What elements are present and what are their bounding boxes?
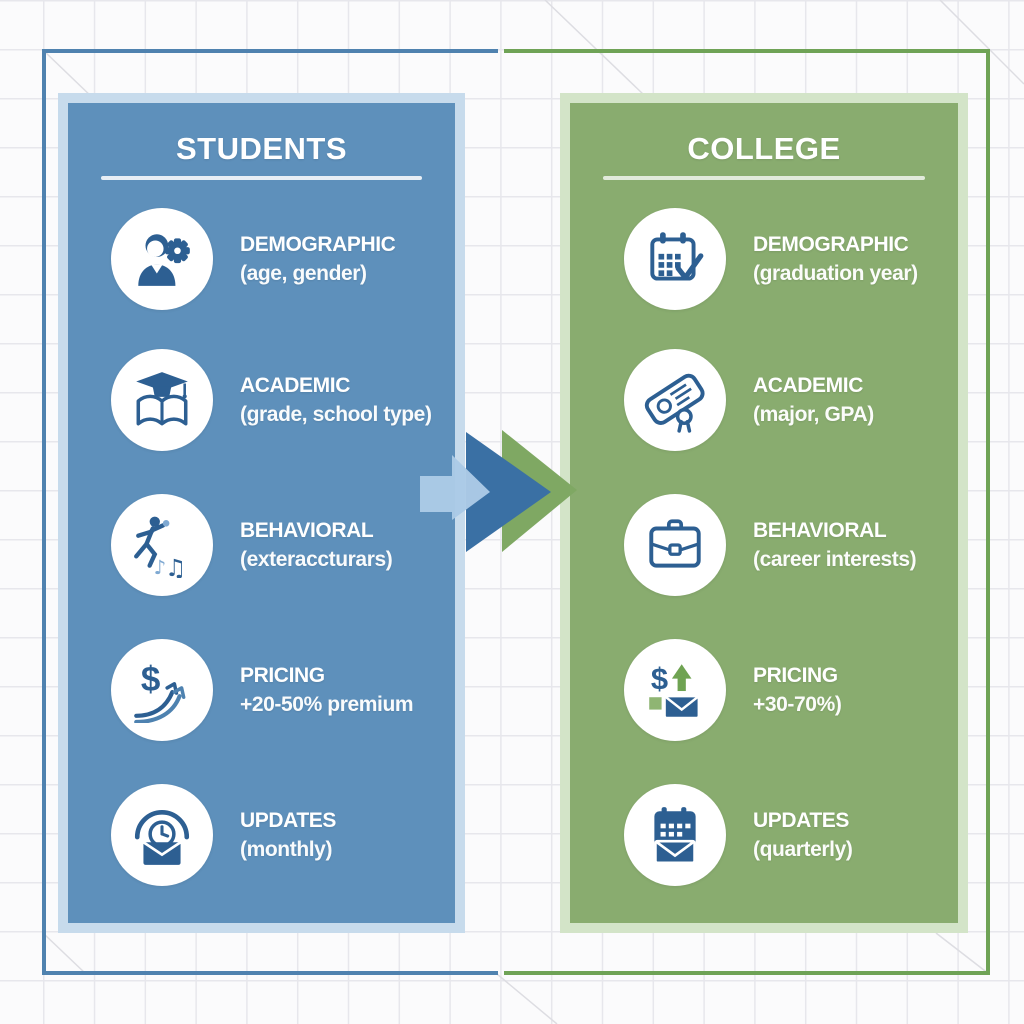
row-title: PRICING	[753, 664, 838, 687]
row-subtitle: (monthly)	[240, 838, 333, 861]
dollar-up-envelope-icon: $	[649, 661, 700, 719]
runner-music-icon: ♪ ♫	[134, 516, 186, 578]
row-title: BEHAVIORAL	[753, 519, 887, 542]
clock-envelope-icon	[134, 810, 190, 865]
list-item: DEMOGRAPHIC (age, gender)	[68, 207, 455, 311]
icon-circle: ♪ ♫	[111, 494, 213, 596]
icon-circle	[111, 349, 213, 451]
title-underline	[602, 176, 925, 180]
outer-frame-blue	[42, 49, 498, 975]
row-labels: ACADEMIC (grade, school type)	[240, 371, 432, 429]
icon-circle	[624, 349, 726, 451]
row-title: UPDATES	[753, 809, 849, 832]
row-labels: DEMOGRAPHIC (graduation year)	[753, 230, 918, 288]
row-title: DEMOGRAPHIC	[240, 233, 396, 256]
row-labels: PRICING +20-50% premium	[240, 661, 414, 719]
row-title: PRICING	[240, 664, 325, 687]
briefcase-icon	[649, 519, 701, 568]
diploma-icon	[644, 373, 705, 433]
svg-text:♫: ♫	[165, 554, 186, 578]
calendar-check-icon	[650, 232, 704, 281]
row-labels: ACADEMIC (major, GPA)	[753, 371, 874, 429]
row-subtitle: (quarterly)	[753, 838, 853, 861]
row-labels: UPDATES (monthly)	[240, 806, 336, 864]
row-subtitle: +20-50% premium	[240, 693, 414, 716]
icon-circle	[624, 494, 726, 596]
row-title: BEHAVIORAL	[240, 519, 374, 542]
icon-circle: $	[111, 639, 213, 741]
icon-circle	[111, 208, 213, 310]
college-panel: COLLEGE	[560, 93, 968, 933]
list-item: BEHAVIORAL (career interests)	[570, 493, 958, 597]
list-item: $ PRICING +20-50% premium	[68, 638, 455, 742]
row-subtitle: (grade, school type)	[240, 403, 432, 426]
row-subtitle: (career interests)	[753, 548, 917, 571]
outer-frame-green	[504, 49, 990, 975]
row-subtitle: (major, GPA)	[753, 403, 874, 426]
row-subtitle: (exteraccturars)	[240, 548, 393, 571]
title-underline	[100, 176, 423, 180]
list-item: DEMOGRAPHIC (graduation year)	[570, 207, 958, 311]
dollar-growth-icon: $	[134, 660, 186, 723]
svg-text:♪: ♪	[154, 556, 167, 578]
icon-circle	[624, 208, 726, 310]
svg-text:$: $	[141, 660, 161, 699]
list-item: UPDATES (quarterly)	[570, 783, 958, 887]
list-item: ACADEMIC (grade, school type)	[68, 348, 455, 452]
list-item: ACADEMIC (major, GPA)	[570, 348, 958, 452]
icon-circle	[111, 784, 213, 886]
college-panel-body: COLLEGE	[570, 103, 958, 923]
row-subtitle: (age, gender)	[240, 262, 367, 285]
students-panel-body: STUDENTS	[68, 103, 455, 923]
students-panel: STUDENTS	[58, 93, 465, 933]
students-panel-title: STUDENTS	[175, 131, 348, 166]
icon-circle	[624, 784, 726, 886]
list-item: UPDATES (monthly)	[68, 783, 455, 887]
row-title: UPDATES	[240, 809, 336, 832]
row-title: DEMOGRAPHIC	[753, 233, 909, 256]
flow-arrow	[420, 430, 577, 552]
row-subtitle: +30-70%)	[753, 693, 842, 716]
calendar-envelope-icon	[654, 807, 696, 865]
row-labels: UPDATES (quarterly)	[753, 806, 853, 864]
college-panel-title: COLLEGE	[687, 131, 841, 166]
row-labels: BEHAVIORAL (exteraccturars)	[240, 516, 393, 574]
icon-circle: $	[624, 639, 726, 741]
row-labels: BEHAVIORAL (career interests)	[753, 516, 917, 574]
row-subtitle: (graduation year)	[753, 262, 918, 285]
graduation-book-icon	[136, 372, 188, 426]
person-gear-icon	[138, 234, 190, 286]
list-item: $ PRICING +30-70%)	[570, 638, 958, 742]
list-item: ♪ ♫ BEHAVIORAL (exteraccturars)	[68, 493, 455, 597]
row-title: ACADEMIC	[753, 374, 863, 397]
svg-text:$: $	[651, 661, 668, 696]
row-labels: DEMOGRAPHIC (age, gender)	[240, 230, 396, 288]
row-title: ACADEMIC	[240, 374, 350, 397]
row-labels: PRICING +30-70%)	[753, 661, 842, 719]
